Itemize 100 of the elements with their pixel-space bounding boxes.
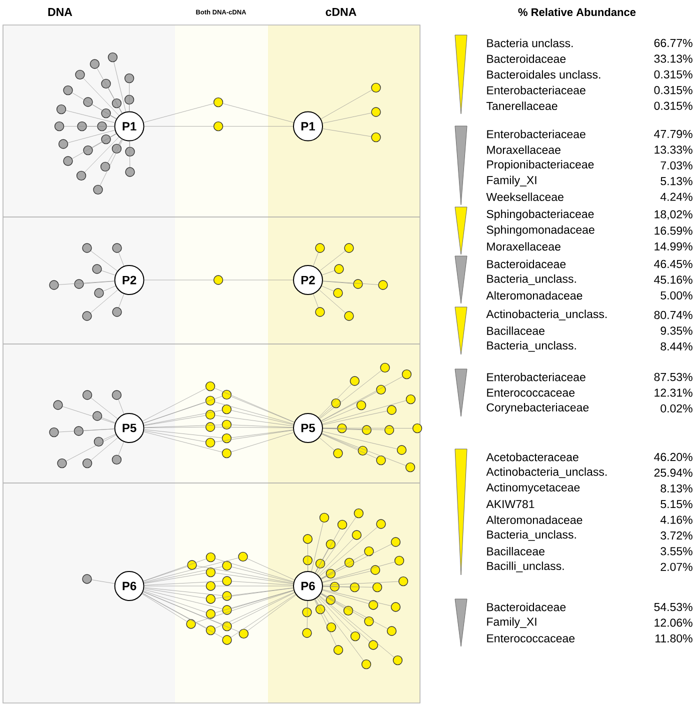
taxon-name: Bacteroidales unclass. [487,70,600,79]
taxon-name: Bacilli_unclass. [487,562,564,572]
connector-line [214,430,294,442]
taxon-name: Family_XI [487,176,536,186]
abundance-value: 12.06% [654,618,692,627]
taxon-name: Alteromonadaceae [486,516,582,524]
abundance-value: 8.44% [660,342,692,350]
abundance-value: 14.99% [654,242,692,250]
abundance-value: 87.53% [654,372,692,382]
network-node [186,619,196,629]
connector-line [62,406,116,424]
network-node [54,121,64,132]
taxon-name: Enterobacteriaceae [487,86,586,94]
connector-line [195,590,294,623]
connector-line [144,410,222,426]
abundance-value: 46.20% [654,452,692,462]
connector-line [319,595,394,658]
connector-line [129,104,130,112]
connector-line [322,410,388,426]
network-node [392,655,403,666]
network-node [302,555,313,566]
abundance-value: 4.24% [660,192,692,201]
abundance-value: 12.31% [654,388,692,397]
connector-line [142,593,223,638]
taxon-name: Actinobacteria_unclass. [486,467,607,478]
network-node [124,73,134,84]
connector-line [320,593,365,620]
network-node [187,560,197,570]
connector-line [231,432,294,452]
connector-line [215,558,294,582]
network-node [319,512,330,523]
network-node [402,369,412,380]
network-node [222,591,232,601]
connector-line [84,281,115,284]
connector-line [110,116,116,120]
network-node [302,607,312,618]
network-node [362,425,372,435]
connector-line [231,590,294,609]
network-node [56,104,66,114]
connector-line [196,566,294,584]
connector-line [231,592,295,624]
network-node [101,108,111,118]
network-node [205,438,216,448]
abundance-value: 0.02% [660,404,692,412]
connector-line [318,596,370,642]
network-node [326,539,336,550]
connector-line [144,429,222,438]
abundance-value: 11.80% [656,634,692,642]
abundance-value: 4.16% [660,516,692,524]
connector-line [142,593,207,628]
taxon-name: Family_XI [487,617,536,628]
connector-line [66,434,116,462]
network-node [315,558,326,569]
abundance-value: 33.13% [654,54,692,63]
network-node [112,98,122,108]
abundance-value: 18,02% [654,210,692,220]
connector-line [118,107,122,114]
taxon-name: Moraxellaceae [487,146,560,154]
connector-line [142,388,206,422]
network-node [75,70,85,80]
abundance-value: 0.315% [654,102,692,110]
network-node [371,107,381,117]
connector-line [320,90,372,120]
taxon-name: Enterococcaceae [487,388,575,397]
connector-line [92,104,117,119]
network-node [222,576,232,586]
network-node [74,426,84,436]
connector-line [322,428,362,430]
connector-line [318,538,354,576]
connector-line [144,415,206,426]
network-node [112,243,122,253]
connector-line [83,428,114,431]
connector-line [118,399,124,414]
connector-line [102,434,116,440]
connector-line [215,590,294,613]
connector-line [144,424,222,428]
connector-line [322,434,377,459]
abundance-value: 46.45% [654,260,692,268]
connector-line [143,402,206,424]
connector-line [144,432,222,452]
connector-line [143,566,188,582]
network-node [376,455,386,466]
network-node [361,659,372,670]
network-node [376,519,386,529]
connector-line [315,568,318,574]
network-node [94,436,104,447]
connector-line [314,599,336,646]
connector-line [215,588,294,599]
connector-line [313,294,318,308]
network-node [82,574,92,584]
network-node [333,288,343,298]
network-node [213,121,224,132]
abundance-value: 2.07% [660,562,692,571]
network-node [396,445,407,455]
connector-line [231,410,294,425]
network-node [354,508,364,518]
connector-line [321,376,403,421]
abundance-value: 0.315% [654,70,692,78]
connector-line [129,141,130,168]
connector-line [322,590,369,604]
